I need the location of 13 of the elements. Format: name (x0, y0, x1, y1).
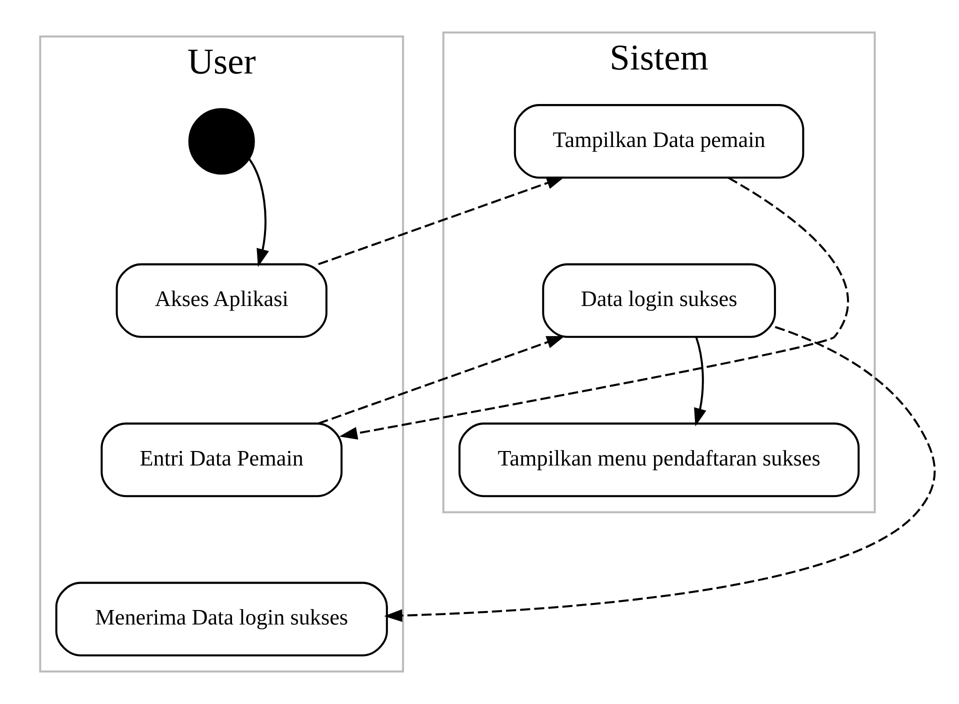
node-box: Data login sukses (542, 263, 776, 338)
node-box: Akses Aplikasi (116, 263, 328, 338)
node-circle (188, 108, 255, 175)
node-box: Tampilkan Data pemain (514, 104, 804, 179)
arrow (384, 326, 936, 622)
node-box: Menerima Data login sukses (55, 582, 388, 656)
node-box: Tampilkan menu pendaftaran sukses (458, 422, 860, 498)
arrow (318, 176, 565, 266)
node-box: Entri Data Pemain (100, 422, 343, 498)
arrow (318, 336, 565, 424)
arrow (694, 336, 706, 426)
arrow (339, 176, 849, 440)
arrow (248, 158, 269, 268)
